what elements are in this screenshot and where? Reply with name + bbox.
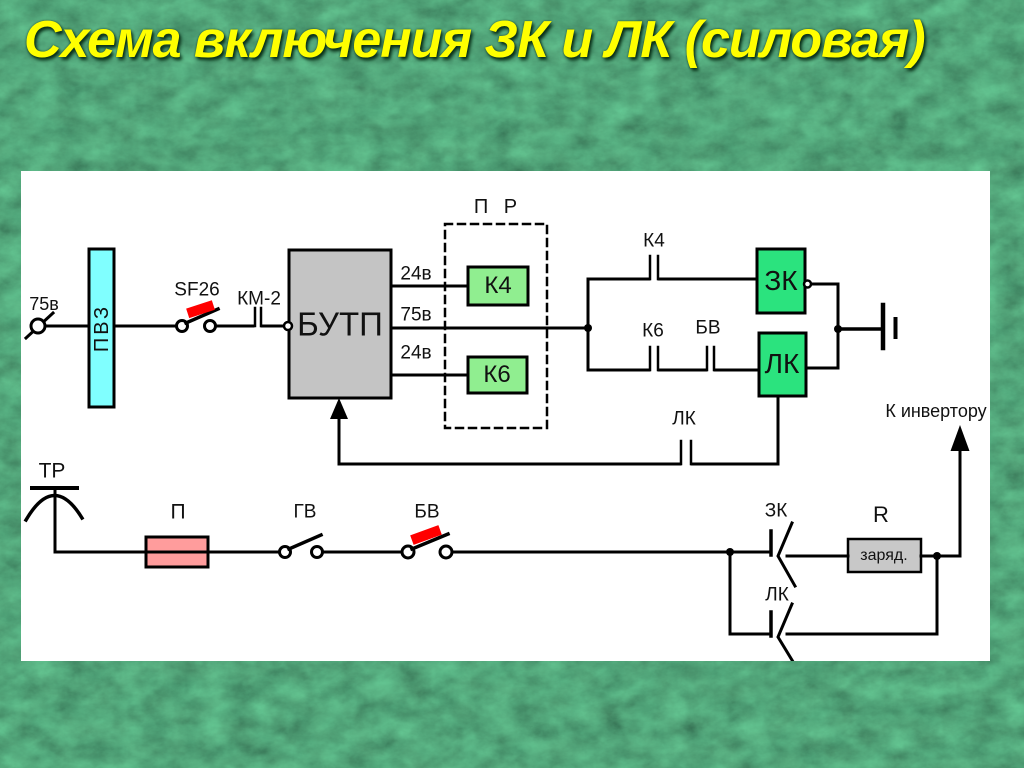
pantograph-label: ТР [38, 459, 66, 483]
arrow-up-icon [950, 425, 970, 451]
coil-branch-wires [584, 254, 761, 372]
coil-lk-label: ЛК [764, 348, 800, 379]
contact-zk-power-label: ЗК [764, 500, 788, 522]
slide-title: Схема включения ЗК и ЛК (силовая) [24, 11, 926, 69]
relay-k4-label: К4 [484, 272, 512, 299]
lk-power-branch [728, 550, 939, 661]
out-top-label: 24в [400, 263, 432, 285]
gv-blade [286, 532, 324, 552]
junction-dot [584, 324, 592, 332]
isolator-label: ПВЗ [91, 303, 113, 353]
source-tap-circle-icon [29, 317, 47, 335]
arrow-up-icon [330, 398, 348, 419]
sf26-contact-circle [203, 319, 217, 333]
coil-lk-box [757, 331, 808, 398]
feedback-wires [330, 394, 780, 466]
component-boxes [87, 222, 923, 574]
contactor-km2-label: КМ-2 [237, 288, 281, 310]
breaker-sf26-label: SF26 [174, 279, 220, 301]
fuse-label: П [170, 500, 186, 524]
charge-label: заряд. [860, 547, 908, 564]
output-wires [389, 284, 586, 377]
bv-contact-circle [438, 544, 454, 560]
switch-bv-label: БВ [414, 501, 440, 523]
resistor-label: R [873, 502, 889, 527]
contact-bv-label: БВ [695, 317, 721, 339]
source-voltage-label: 75в [29, 294, 59, 314]
input-section-wires [23, 306, 294, 341]
sf26-red-marker-icon [186, 300, 215, 319]
control-unit-input-terminal [282, 320, 294, 332]
contact-k6-label: К6 [642, 320, 664, 342]
coil-zk-box [755, 247, 807, 315]
contact-lk-power-label: ЛК [765, 584, 789, 606]
lk-power-contact-blade [776, 602, 795, 661]
isolator-box [87, 247, 116, 409]
switch-gv-label: ГВ [293, 501, 317, 523]
zk-power-branch [728, 425, 970, 589]
coil-zk-label: ЗК [764, 265, 798, 296]
zk-power-contact-blade [776, 521, 798, 589]
zk-output-terminal [802, 279, 813, 289]
ground-wires [802, 279, 898, 370]
power-row-wires [23, 486, 734, 560]
to-inverter-label: К инвертору [885, 401, 987, 421]
out-mid-label: 75в [400, 304, 432, 326]
out-bot-label: 24в [400, 342, 432, 364]
bv-blade [409, 531, 451, 552]
diagram-canvas: 75в ПВЗ SF26 КМ-2 БУТП 24в 75в 24в П Р К… [21, 171, 990, 661]
gv-contact-circle [310, 545, 324, 559]
relay-k6-label: К6 [483, 361, 511, 388]
relay-panel-dashed-box [443, 222, 549, 430]
sf26-blade [183, 306, 221, 326]
circuit-diagram [23, 222, 970, 661]
contact-lk-feedback-label: ЛК [672, 408, 696, 430]
bv-red-marker-icon [410, 525, 442, 545]
control-unit-label: БУТП [297, 305, 383, 343]
contact-k4-label: К4 [643, 230, 665, 252]
relay-panel-label: П Р [473, 196, 523, 218]
